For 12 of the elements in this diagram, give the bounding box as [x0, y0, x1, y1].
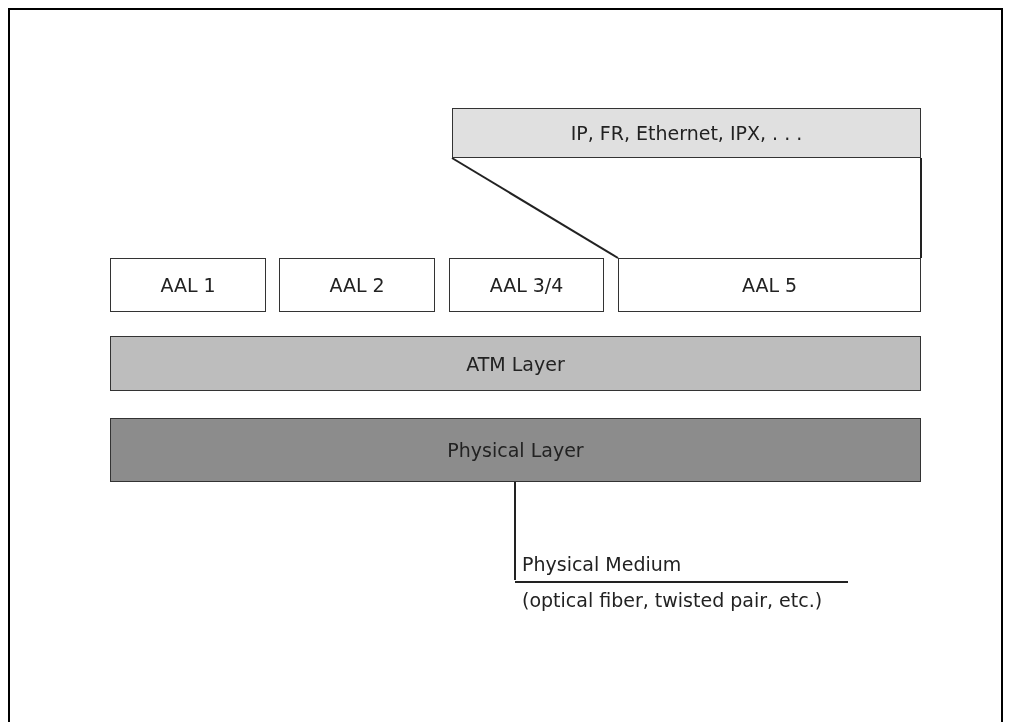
- medium-note: (optical fiber, twisted pair, etc.): [521, 588, 824, 611]
- layer-box: AAL 5: [618, 258, 921, 312]
- layer-bar: Physical Layer: [110, 418, 921, 482]
- medium-title: Physical Medium: [515, 545, 848, 583]
- connector-line: [451, 157, 619, 259]
- layer-box: AAL 3/4: [449, 258, 604, 312]
- connector-line: [514, 481, 516, 581]
- connector-line: [920, 157, 922, 259]
- layer-box: AAL 2: [279, 258, 435, 312]
- layer-box: AAL 1: [110, 258, 266, 312]
- protocol-box: IP, FR, Ethernet, IPX, . . .: [452, 108, 921, 158]
- layer-bar: ATM Layer: [110, 336, 921, 391]
